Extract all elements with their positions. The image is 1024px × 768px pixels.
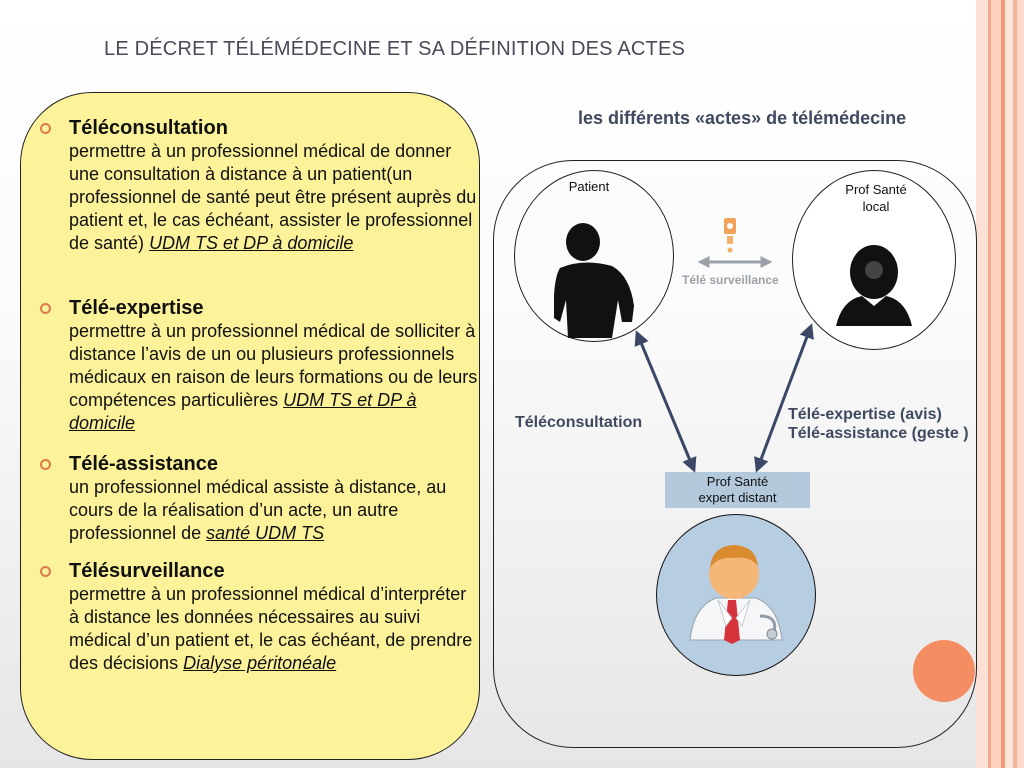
act-item-teleconsultation: Téléconsultation permettre à un professi… [40, 117, 479, 255]
act-heading: Télé-assistance [69, 453, 218, 475]
local-professional-silhouette-icon [836, 245, 912, 326]
acts-definition-box: Téléconsultation permettre à un professi… [20, 92, 480, 760]
act-description-text: permettre à un professionnel médical de … [69, 141, 477, 253]
act-description: permettre à un professionnel médical de … [69, 320, 479, 435]
act-heading: Télésurveillance [69, 560, 225, 582]
teleconsultation-arrow [634, 330, 697, 473]
teleconsultation-label: Téléconsultation [515, 414, 643, 431]
local-label-line-1: Prof Santé [845, 182, 907, 197]
monitoring-device-icon [724, 218, 736, 253]
act-link[interactable]: UDM TS et DP à domicile [149, 233, 354, 253]
act-link[interactable]: UDM TS et DP à domicile [69, 390, 417, 433]
expert-label-line-2: expert distant [698, 490, 777, 505]
act-item-telesurveillance: Télésurveillance permettre à un professi… [40, 560, 479, 675]
act-item-tele-assistance: Télé-assistance un professionnel médical… [40, 453, 479, 545]
bullet-icon [40, 566, 51, 577]
tele-surveillance-label: Télé surveillance [682, 273, 779, 287]
decorative-orange-dot [913, 640, 975, 702]
local-label-line-2: local [862, 199, 890, 214]
act-item-tele-expertise: Télé-expertise permettre à un profession… [40, 297, 479, 435]
patient-silhouette-icon [554, 223, 634, 338]
expert-label-line-1: Prof Santé [706, 474, 769, 489]
patient-label: Patient [568, 179, 610, 194]
act-description: permettre à un professionnel médical d’i… [69, 583, 479, 675]
act-link[interactable]: Dialyse péritonéale [183, 653, 337, 673]
act-description-text: permettre à un professionnel médical d’i… [69, 584, 473, 673]
tele-expertise-label: Télé-expertise (avis) [788, 406, 942, 423]
diagram-frame [493, 160, 977, 748]
doctor-avatar-icon [689, 545, 783, 644]
tele-assistance-label: Télé-assistance (geste ) [788, 425, 969, 442]
act-description: un professionnel médical assiste à dista… [69, 476, 479, 545]
decorative-stripes [976, 0, 1024, 768]
act-description: permettre à un professionnel médical de … [69, 140, 479, 255]
act-heading: Téléconsultation [69, 117, 228, 139]
act-link[interactable]: santé UDM TS [206, 523, 325, 543]
expert-professional-label: Prof Santé expert distant [665, 472, 810, 508]
diagram-title: les différents «actes» de télémédecine [578, 108, 907, 128]
act-description-text: un professionnel médical assiste à dista… [69, 477, 447, 543]
local-professional-label: Prof Santé local [828, 181, 924, 215]
bullet-icon [40, 123, 51, 134]
tele-expertise-assistance-label: Télé-expertise (avis) Télé-assistance (g… [788, 405, 969, 443]
bullet-icon [40, 303, 51, 314]
bullet-icon [40, 459, 51, 470]
tele-expertise-arrow [754, 323, 814, 473]
act-description-text: permettre à un professionnel médical de … [69, 321, 478, 410]
act-heading: Télé-expertise [69, 297, 204, 319]
slide-title: LE DÉCRET TÉLÉMÉDECINE ET SA DÉFINITION … [104, 38, 686, 60]
